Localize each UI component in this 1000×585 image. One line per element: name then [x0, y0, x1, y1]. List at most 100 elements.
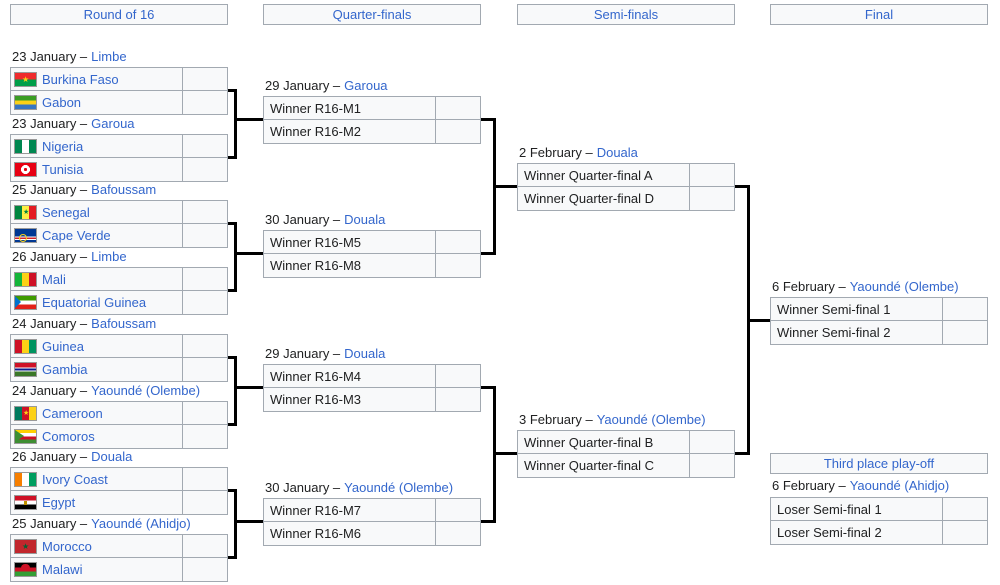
match-date: 23 January –Garoua: [12, 115, 135, 132]
placeholder-team: Loser Semi-final 2: [777, 525, 882, 540]
venue-link[interactable]: Yaoundé (Olembe): [849, 279, 959, 294]
burkina-faso-flag: [14, 71, 37, 87]
header-quarter-finals[interactable]: Quarter-finals: [263, 4, 481, 25]
team-link[interactable]: Equatorial Guinea: [42, 295, 147, 310]
venue-link[interactable]: Yaoundé (Olembe): [91, 383, 201, 398]
team-row: Cameroon: [11, 402, 227, 425]
venue-link[interactable]: Yaoundé (Olembe): [344, 480, 454, 495]
team-link[interactable]: Tunisia: [42, 162, 84, 177]
r16-match-4: Mali Equatorial Guinea: [10, 267, 228, 315]
team-row: Ivory Coast: [11, 468, 227, 491]
team-link[interactable]: Morocco: [42, 538, 92, 554]
venue-link[interactable]: Bafoussam: [91, 182, 157, 197]
team-row: Winner Quarter-final A: [518, 164, 734, 187]
score-cell: [689, 431, 734, 453]
connector: [747, 319, 770, 322]
score-cell: [942, 321, 987, 344]
header-third-place[interactable]: Third place play-off: [770, 453, 988, 474]
morocco-flag: [14, 538, 37, 554]
match-date: 2 February –Douala: [519, 144, 638, 161]
team-link[interactable]: Nigeria: [42, 138, 84, 154]
date-text: 30 January –: [265, 212, 341, 227]
team-row: Winner Semi-final 2: [771, 321, 987, 344]
placeholder-team: Winner Quarter-final B: [524, 434, 654, 450]
header-round-of-16[interactable]: Round of 16: [10, 4, 228, 25]
team-row: Winner R16-M8: [264, 254, 480, 277]
venue-link[interactable]: Douala: [91, 449, 133, 464]
team-link[interactable]: Comoros: [42, 429, 95, 444]
score-cell: [182, 425, 227, 448]
date-text: 29 January –: [265, 78, 341, 93]
senegal-flag: [14, 204, 37, 220]
team-link[interactable]: Malawi: [42, 562, 83, 577]
date-text: 26 January –: [12, 449, 88, 464]
venue-link[interactable]: Yaoundé (Olembe): [596, 412, 706, 427]
connector: [228, 356, 237, 426]
team-row: Winner Quarter-final D: [518, 187, 734, 210]
team-row: Gabon: [11, 91, 227, 114]
team-row: Winner R16-M1: [264, 97, 480, 120]
r16-match-8: Morocco Malawi: [10, 534, 228, 582]
score-cell: [182, 91, 227, 114]
team-link[interactable]: Burkina Faso: [42, 71, 119, 87]
connector: [228, 89, 237, 159]
date-text: 25 January –: [12, 516, 88, 531]
header-final[interactable]: Final: [770, 4, 988, 25]
score-cell: [689, 187, 734, 210]
match-date: 26 January –Douala: [12, 448, 132, 465]
gambia-flag: [14, 362, 37, 377]
team-link[interactable]: Gambia: [42, 362, 88, 377]
connector: [234, 386, 263, 389]
venue-link[interactable]: Limbe: [91, 249, 127, 264]
venue-link[interactable]: Douala: [596, 145, 638, 160]
venue-link[interactable]: Yaoundé (Ahidjo): [849, 478, 950, 493]
team-row: Tunisia: [11, 158, 227, 181]
team-link[interactable]: Egypt: [42, 495, 76, 510]
score-cell: [182, 224, 227, 247]
team-link[interactable]: Gabon: [42, 95, 82, 110]
team-row: Winner R16-M6: [264, 522, 480, 545]
placeholder-team: Winner R16-M2: [270, 124, 362, 139]
venue-link[interactable]: Limbe: [91, 49, 127, 64]
placeholder-team: Winner R16-M4: [270, 368, 362, 384]
date-text: 6 February –: [772, 279, 846, 294]
match-date: 24 January –Yaoundé (Olembe): [12, 382, 200, 399]
team-row: Senegal: [11, 201, 227, 224]
venue-link[interactable]: Garoua: [344, 78, 388, 93]
score-cell: [182, 358, 227, 381]
equatorial-guinea-flag: [14, 295, 37, 310]
date-text: 3 February –: [519, 412, 593, 427]
venue-link[interactable]: Douala: [344, 212, 386, 227]
team-row: Malawi: [11, 558, 227, 581]
team-link[interactable]: Guinea: [42, 338, 84, 354]
team-row: Winner R16-M5: [264, 231, 480, 254]
venue-link[interactable]: Yaoundé (Ahidjo): [91, 516, 191, 531]
team-link[interactable]: Cameroon: [42, 405, 103, 421]
score-cell: [435, 522, 480, 545]
score-cell: [182, 135, 227, 157]
team-link[interactable]: Ivory Coast: [42, 471, 108, 487]
team-link[interactable]: Cape Verde: [42, 228, 111, 243]
team-link[interactable]: Senegal: [42, 204, 90, 220]
cape-verde-flag: [14, 228, 37, 243]
qf-match-c: Winner R16-M4 Winner R16-M3: [263, 364, 481, 412]
score-cell: [182, 468, 227, 490]
score-cell: [182, 335, 227, 357]
score-cell: [182, 402, 227, 424]
match-date: 6 February –Yaoundé (Olembe): [772, 278, 959, 295]
match-date: 30 January –Yaoundé (Olembe): [265, 479, 453, 496]
team-link[interactable]: Mali: [42, 271, 66, 287]
venue-link[interactable]: Douala: [344, 346, 386, 361]
score-cell: [689, 454, 734, 477]
r16-match-6: Cameroon Comoros: [10, 401, 228, 449]
venue-link[interactable]: Garoua: [91, 116, 135, 131]
placeholder-team: Winner R16-M8: [270, 258, 362, 273]
header-semi-finals[interactable]: Semi-finals: [517, 4, 735, 25]
team-row: Mali: [11, 268, 227, 291]
egypt-flag: [14, 495, 37, 510]
score-cell: [182, 291, 227, 314]
score-cell: [942, 521, 987, 544]
placeholder-team: Winner R16-M3: [270, 392, 362, 407]
match-date: 25 January –Bafoussam: [12, 181, 156, 198]
venue-link[interactable]: Bafoussam: [91, 316, 157, 331]
